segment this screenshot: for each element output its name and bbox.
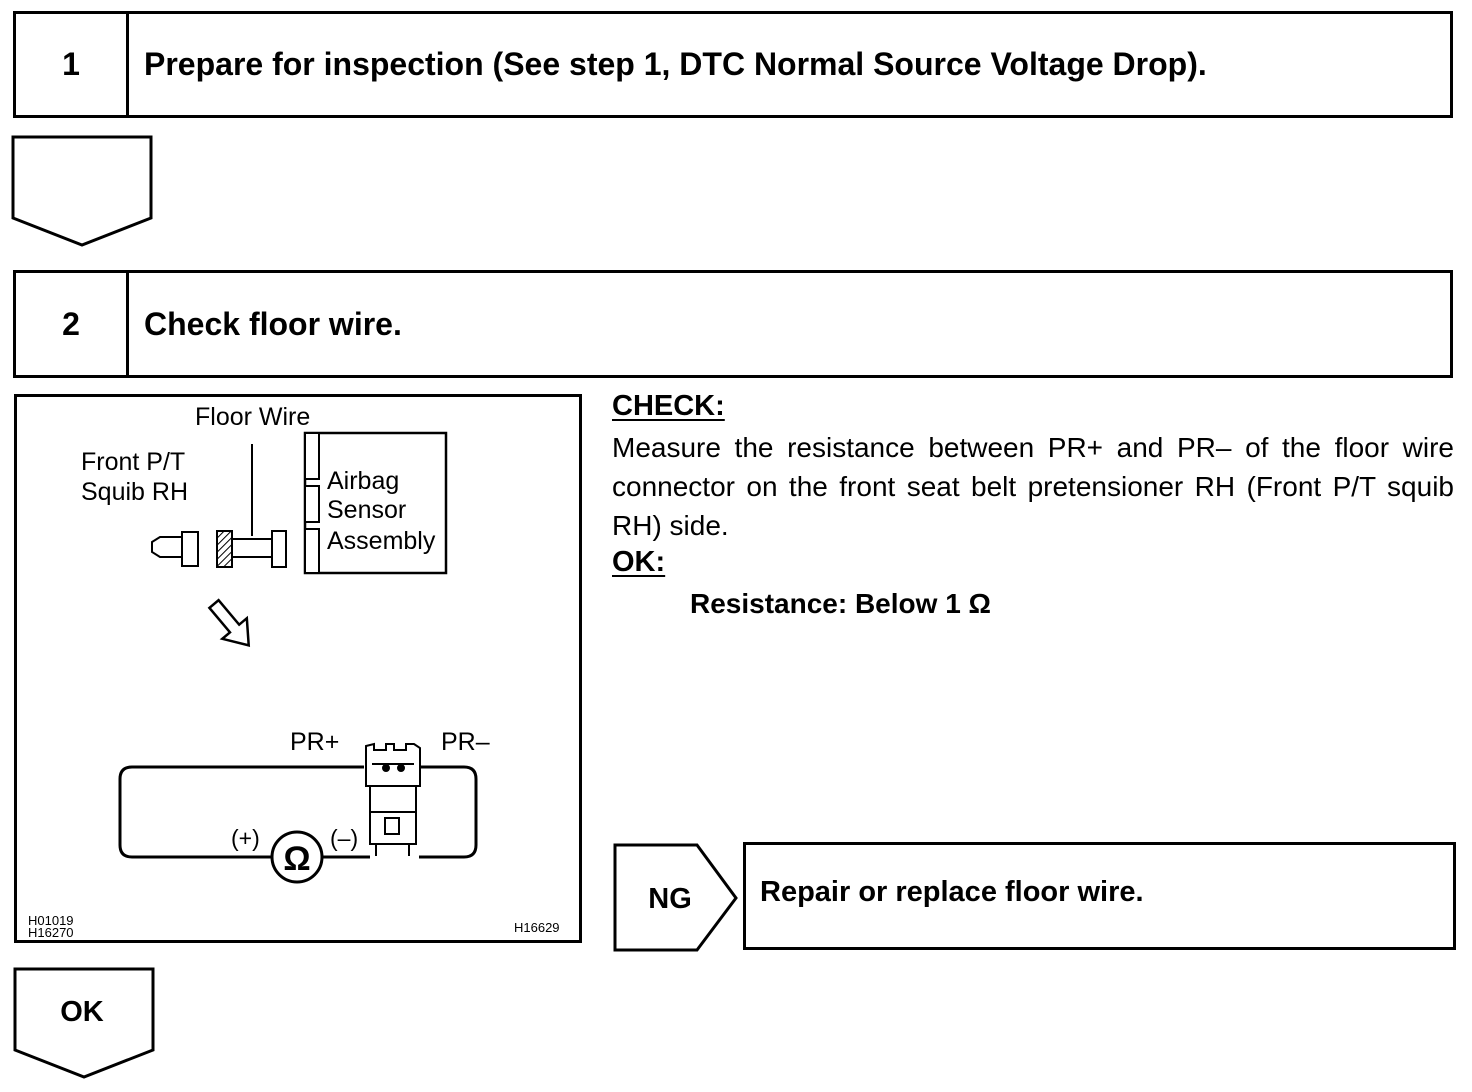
meter-lead-loop (118, 765, 478, 859)
step-2-number: 2 (16, 273, 129, 375)
ohm-icon: Ω (283, 840, 310, 878)
ok-arrow-label: OK (60, 996, 104, 1028)
ohmmeter: Ω (270, 830, 324, 884)
ok-resistance-value: Resistance: Below 1 Ω (690, 588, 991, 619)
squib-connector (151, 531, 199, 567)
meter-minus-label: (–) (330, 825, 358, 851)
ok-heading: OK: (612, 546, 666, 578)
floor-wire-connector (216, 530, 287, 568)
ng-label: NG (648, 883, 692, 915)
direction-arrow (207, 598, 251, 647)
check-instructions: Measure the resistance between PR+ and P… (612, 432, 1454, 541)
floor-wire-diagram: Floor Wire Front P/T Squib RH Airbag Sen… (14, 394, 582, 943)
squib-label-line2: Squib RH (81, 478, 188, 506)
figure-code-left-1: H01019 (28, 913, 74, 928)
squib-label-line1: Front P/T (81, 448, 185, 476)
step-2-box: 2 Check floor wire. (13, 270, 1453, 378)
floor-wire-label: Floor Wire (195, 403, 310, 431)
step-2-title: Check floor wire. (144, 305, 402, 342)
sensor-label-line2: Sensor (327, 496, 406, 524)
pr-plus-label: PR+ (290, 728, 339, 756)
pr-minus-label: PR– (441, 728, 490, 756)
figure-code-right: H16629 (514, 920, 560, 935)
airbag-sensor-assembly: Airbag Sensor Assembly (303, 431, 448, 575)
meter-plus-label: (+) (231, 825, 260, 851)
test-connector (365, 742, 421, 856)
figure-code-left-2: H16270 (28, 925, 74, 940)
sensor-label-line3: Assembly (327, 527, 436, 555)
step-1-title: Prepare for inspection (See step 1, DTC … (144, 46, 1207, 82)
step-1-box: 1 Prepare for inspection (See step 1, DT… (13, 11, 1453, 118)
sensor-label-line1: Airbag (327, 467, 399, 495)
continue-arrow (11, 135, 153, 247)
step-1-number: 1 (16, 14, 129, 115)
ok-arrow: OK (13, 967, 155, 1079)
ng-arrow-box: NG (613, 843, 738, 952)
ng-action-text: Repair or replace floor wire. (760, 876, 1144, 908)
ng-action-box (743, 842, 1456, 950)
check-heading: CHECK: (612, 390, 725, 422)
